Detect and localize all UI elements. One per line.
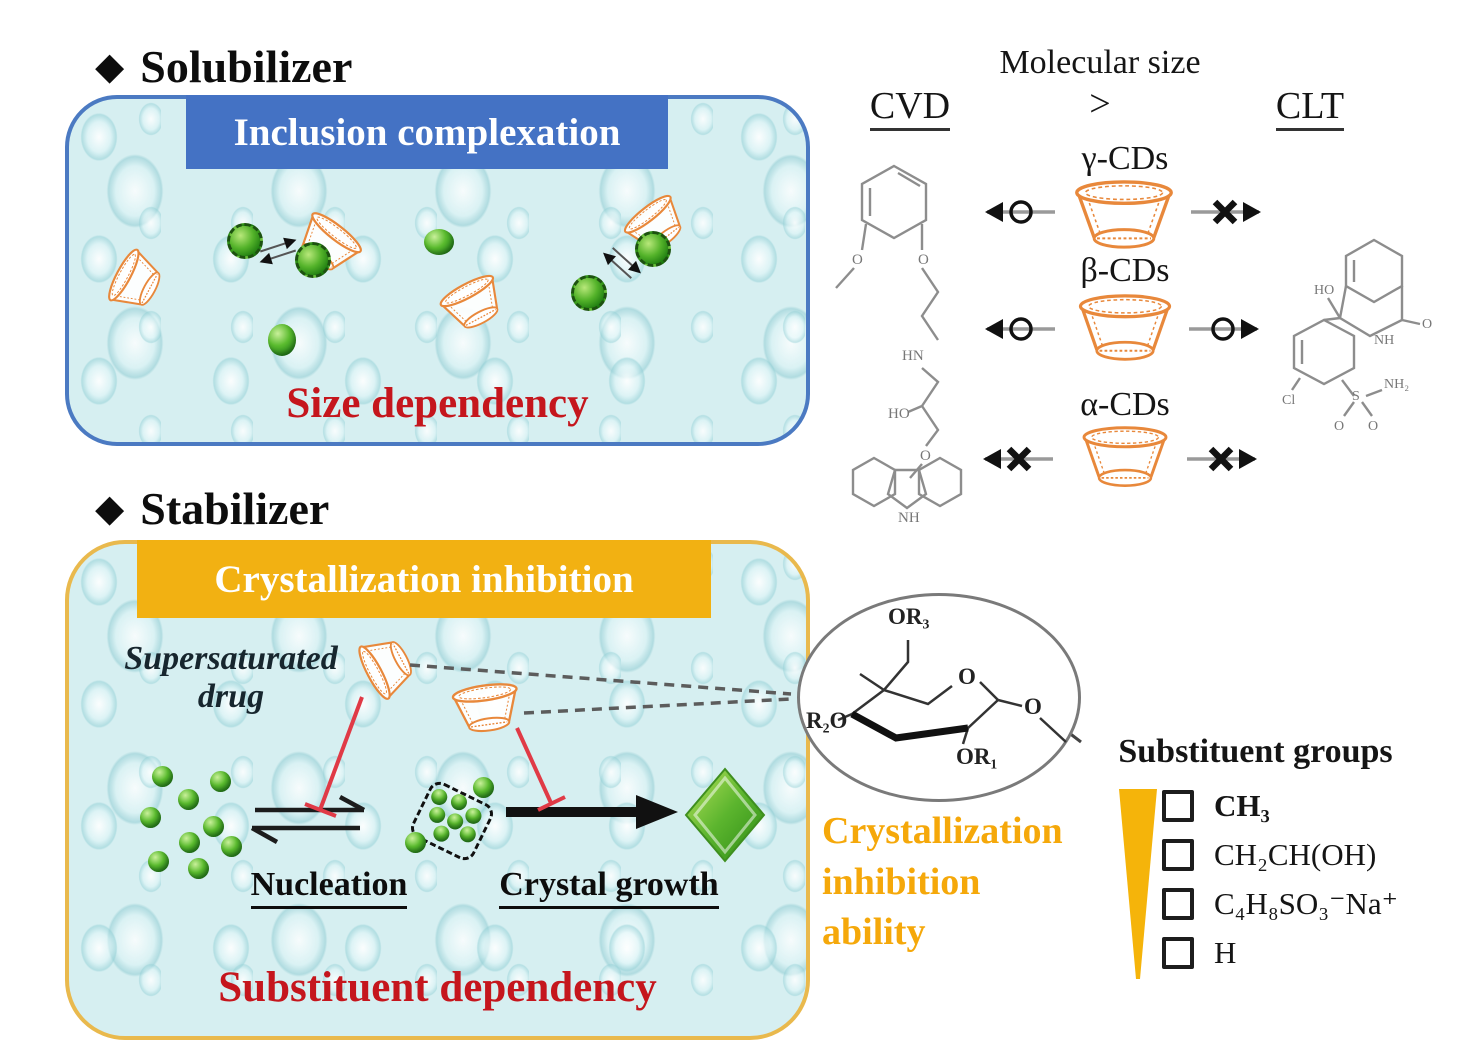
svg-text:NH: NH xyxy=(1374,333,1394,348)
svg-text:O: O xyxy=(1422,317,1432,332)
alpha-cd-row: α-CDs xyxy=(975,386,1275,518)
drug-molecule-icon xyxy=(268,324,296,356)
drug-molecule-icon xyxy=(140,807,161,828)
side-o-label: O xyxy=(1024,694,1042,719)
drug-molecule-icon xyxy=(635,231,671,267)
substituent-item: CH₃ xyxy=(1162,787,1398,823)
substituent-group-list: CH₃ CH₂CH(OH) C₄H₈SO₃⁻Na⁺ H xyxy=(1162,787,1398,970)
exchange-arrows-icon xyxy=(596,237,649,289)
checkbox-icon xyxy=(1162,887,1194,920)
drug-molecule-icon xyxy=(405,832,426,853)
supersaturated-drug-label: Supersaturated drug xyxy=(124,640,338,716)
crystallization-inhibition-banner: Crystallization inhibition xyxy=(137,540,711,618)
cyclodextrin-cone-icon xyxy=(352,625,424,705)
drug-molecule-icon xyxy=(188,858,209,879)
crystal-growth-label: Crystal growth xyxy=(469,866,749,909)
diamond-bullet-icon: ◆ xyxy=(95,45,125,88)
substituent-groups-heading: Substituent groups xyxy=(1118,733,1393,770)
svg-text:O: O xyxy=(1368,419,1378,434)
substituent-text: C₄H₈SO₃⁻Na⁺ xyxy=(1214,885,1398,921)
inclusion-complexation-banner: Inclusion complexation xyxy=(186,95,668,169)
drug-molecule-icon xyxy=(571,275,607,311)
drug-molecule-icon xyxy=(210,771,231,792)
substituent-text: CH₃ xyxy=(1214,787,1270,823)
substituent-item: C₄H₈SO₃⁻Na⁺ xyxy=(1162,885,1398,921)
banner-text: Crystallization inhibition xyxy=(214,557,634,601)
glucose-unit-ellipse: OR₃ O O R₂O OR₁ xyxy=(797,593,1081,802)
checkbox-icon xyxy=(1162,838,1194,871)
ability-wedge-icon xyxy=(1119,789,1157,979)
svg-text:O: O xyxy=(1334,419,1344,434)
drug-molecule-icon xyxy=(424,229,454,255)
cyclodextrin-cone-icon xyxy=(434,268,514,340)
alpha-cd-label: α-CDs xyxy=(1080,386,1170,423)
svg-text:HO: HO xyxy=(1314,283,1334,298)
substituent-item: CH₂CH(OH) xyxy=(1162,836,1398,872)
diamond-bullet-icon: ◆ xyxy=(95,487,125,530)
drug-molecule-icon xyxy=(221,836,242,857)
drug-molecule-icon xyxy=(178,789,199,810)
svg-text:O: O xyxy=(920,448,931,464)
r2o-label: R₂O xyxy=(806,708,848,733)
banner-text: Inclusion complexation xyxy=(233,110,621,154)
drug-molecule-icon xyxy=(152,766,173,787)
svg-text:NH: NH xyxy=(898,510,920,524)
cyclodextrin-cone-icon xyxy=(1071,180,1177,252)
substituent-text: H xyxy=(1214,934,1237,970)
solubilizer-heading-text: Solubilizer xyxy=(140,41,353,92)
greater-than-symbol: > xyxy=(1089,83,1111,125)
clt-inclusion-marker xyxy=(1187,197,1263,227)
substituent-text: CH₂CH(OH) xyxy=(1214,836,1377,872)
svg-text:NH₂: NH₂ xyxy=(1384,377,1409,392)
svg-text:HO: HO xyxy=(888,406,910,422)
ring-o-label: O xyxy=(958,664,976,689)
exchange-arrows-icon xyxy=(252,231,304,272)
glucose-ring-bonds xyxy=(837,640,1067,745)
gamma-cd-row: γ-CDs xyxy=(975,140,1275,272)
stabilizer-heading-text: Stabilizer xyxy=(140,483,330,534)
cyclodextrin-cone-icon xyxy=(1075,294,1175,364)
solubilizer-panel: Inclusion complexation xyxy=(65,95,810,446)
cvd-inclusion-marker xyxy=(983,197,1059,227)
cvd-label: CVD xyxy=(850,84,970,131)
solubilizer-heading: ◆ Solubilizer xyxy=(95,40,352,93)
drug-molecule-icon xyxy=(179,832,200,853)
cvd-inclusion-marker xyxy=(983,314,1059,344)
drug-molecule-icon xyxy=(148,851,169,872)
checkbox-icon xyxy=(1162,936,1194,969)
svg-text:HN: HN xyxy=(902,348,924,364)
svg-text:S: S xyxy=(1352,389,1360,404)
or1-label: OR₁ xyxy=(956,744,998,769)
cyclodextrin-cone-icon xyxy=(1079,426,1171,490)
svg-text:O: O xyxy=(852,252,863,268)
drug-molecule-icon xyxy=(227,223,263,259)
substituent-dependency-caption: Substituent dependency xyxy=(218,964,657,1011)
drug-molecule-icon xyxy=(203,816,224,837)
clt-label: CLT xyxy=(1250,84,1370,131)
clt-inclusion-marker xyxy=(1185,314,1261,344)
cyclodextrin-cone-icon xyxy=(102,243,173,321)
drug-molecule-icon xyxy=(295,242,331,278)
size-dependency-caption: Size dependency xyxy=(286,380,589,427)
checkbox-icon xyxy=(1162,789,1194,822)
substituent-item: H xyxy=(1162,934,1398,970)
molecular-size-label: Molecular size xyxy=(999,44,1201,81)
cyclodextrin-cone-icon xyxy=(448,679,526,739)
beta-cd-row: β-CDs xyxy=(975,252,1275,384)
gamma-cd-label: γ-CDs xyxy=(1081,140,1169,177)
nucleation-label: Nucleation xyxy=(219,866,439,909)
stabilizer-panel: Crystallization inhibition Supersaturate… xyxy=(65,540,810,1040)
cvd-inclusion-marker xyxy=(981,444,1057,474)
svg-text:Cl: Cl xyxy=(1282,393,1295,408)
drug-molecule-icon xyxy=(473,777,494,798)
svg-text:O: O xyxy=(918,252,929,268)
crystal-diamond-icon xyxy=(684,767,766,863)
beta-cd-label: β-CDs xyxy=(1080,252,1170,289)
clt-inclusion-marker xyxy=(1183,444,1259,474)
or3-label: OR₃ xyxy=(888,604,930,629)
cvd-structure: O O HN HO O NH xyxy=(822,152,1007,526)
stabilizer-heading: ◆ Stabilizer xyxy=(95,482,329,535)
crystallization-inhibition-ability-label: Crystallization inhibition ability xyxy=(822,810,1063,954)
